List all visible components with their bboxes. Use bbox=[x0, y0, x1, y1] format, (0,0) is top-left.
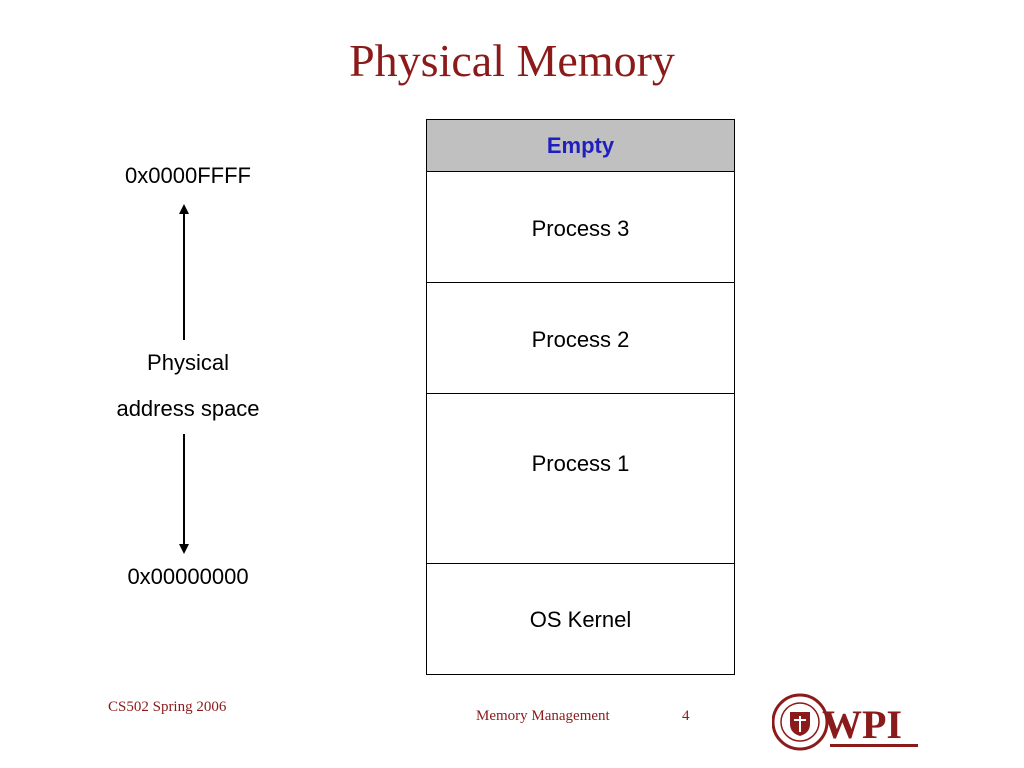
bottom-address-label: 0x00000000 bbox=[127, 564, 249, 589]
down-arrow-head bbox=[179, 544, 189, 554]
top-address-label: 0x0000FFFF bbox=[125, 163, 251, 188]
logo-wordmark: WPI bbox=[822, 702, 902, 747]
seal-inner-ring bbox=[780, 702, 820, 742]
memory-stack: Empty Process 3 Process 2 Process 1 OS K… bbox=[426, 119, 735, 675]
footer-course: CS502 Spring 2006 bbox=[108, 699, 227, 715]
memory-block-label: OS Kernel bbox=[529, 607, 632, 632]
physical-label: Physical bbox=[147, 350, 229, 375]
memory-block-os-kernel: OS Kernel bbox=[427, 564, 734, 674]
memory-block-label: Process 3 bbox=[531, 216, 630, 241]
memory-block-label: Process 1 bbox=[531, 451, 630, 476]
memory-block-process-3: Process 3 bbox=[427, 172, 734, 283]
memory-block-process-2: Process 2 bbox=[427, 283, 734, 394]
down-arrow-line bbox=[183, 434, 185, 545]
seal-shield-cross bbox=[794, 716, 806, 732]
memory-block-empty: Empty bbox=[427, 120, 734, 172]
footer-page-number: 4 bbox=[682, 708, 690, 724]
up-arrow-head bbox=[179, 204, 189, 214]
footer-topic: Memory Management bbox=[476, 708, 610, 724]
wpi-logo: WPI bbox=[772, 693, 918, 751]
slide-title: Physical Memory bbox=[349, 35, 675, 86]
logo-underline bbox=[830, 744, 918, 747]
memory-block-label: Process 2 bbox=[531, 327, 630, 352]
memory-block-process-1: Process 1 bbox=[427, 394, 734, 564]
memory-block-label: Empty bbox=[546, 132, 615, 158]
address-space-label: address space bbox=[116, 396, 260, 421]
up-arrow-line bbox=[183, 213, 185, 340]
